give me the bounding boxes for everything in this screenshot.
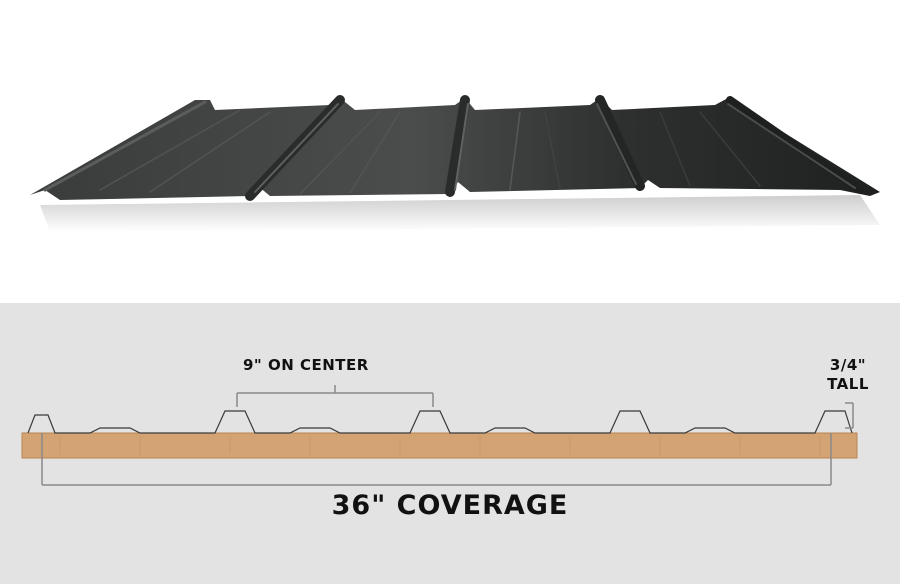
wood-grain [59, 436, 821, 456]
coverage-dimension [41, 433, 832, 486]
height-label-unit: TALL [827, 375, 869, 393]
on-center-dimension [236, 385, 434, 407]
coverage-label: 36" COVERAGE [331, 490, 569, 521]
panel-ribs [43, 95, 864, 201]
metal-roof-panel-illustration [30, 95, 880, 232]
metal-panel-photo-area [30, 95, 880, 232]
on-center-label: 9" ON CENTER [243, 356, 369, 374]
height-dimension [845, 402, 854, 429]
height-label: 3/4" TALL [808, 358, 888, 392]
profile-diagram-area [0, 303, 900, 584]
wood-substrate [21, 432, 858, 459]
height-label-value: 3/4" [829, 356, 867, 374]
metal-profile [27, 410, 853, 434]
panel-shadow [40, 195, 880, 232]
panel-profile-diagram [21, 385, 858, 486]
